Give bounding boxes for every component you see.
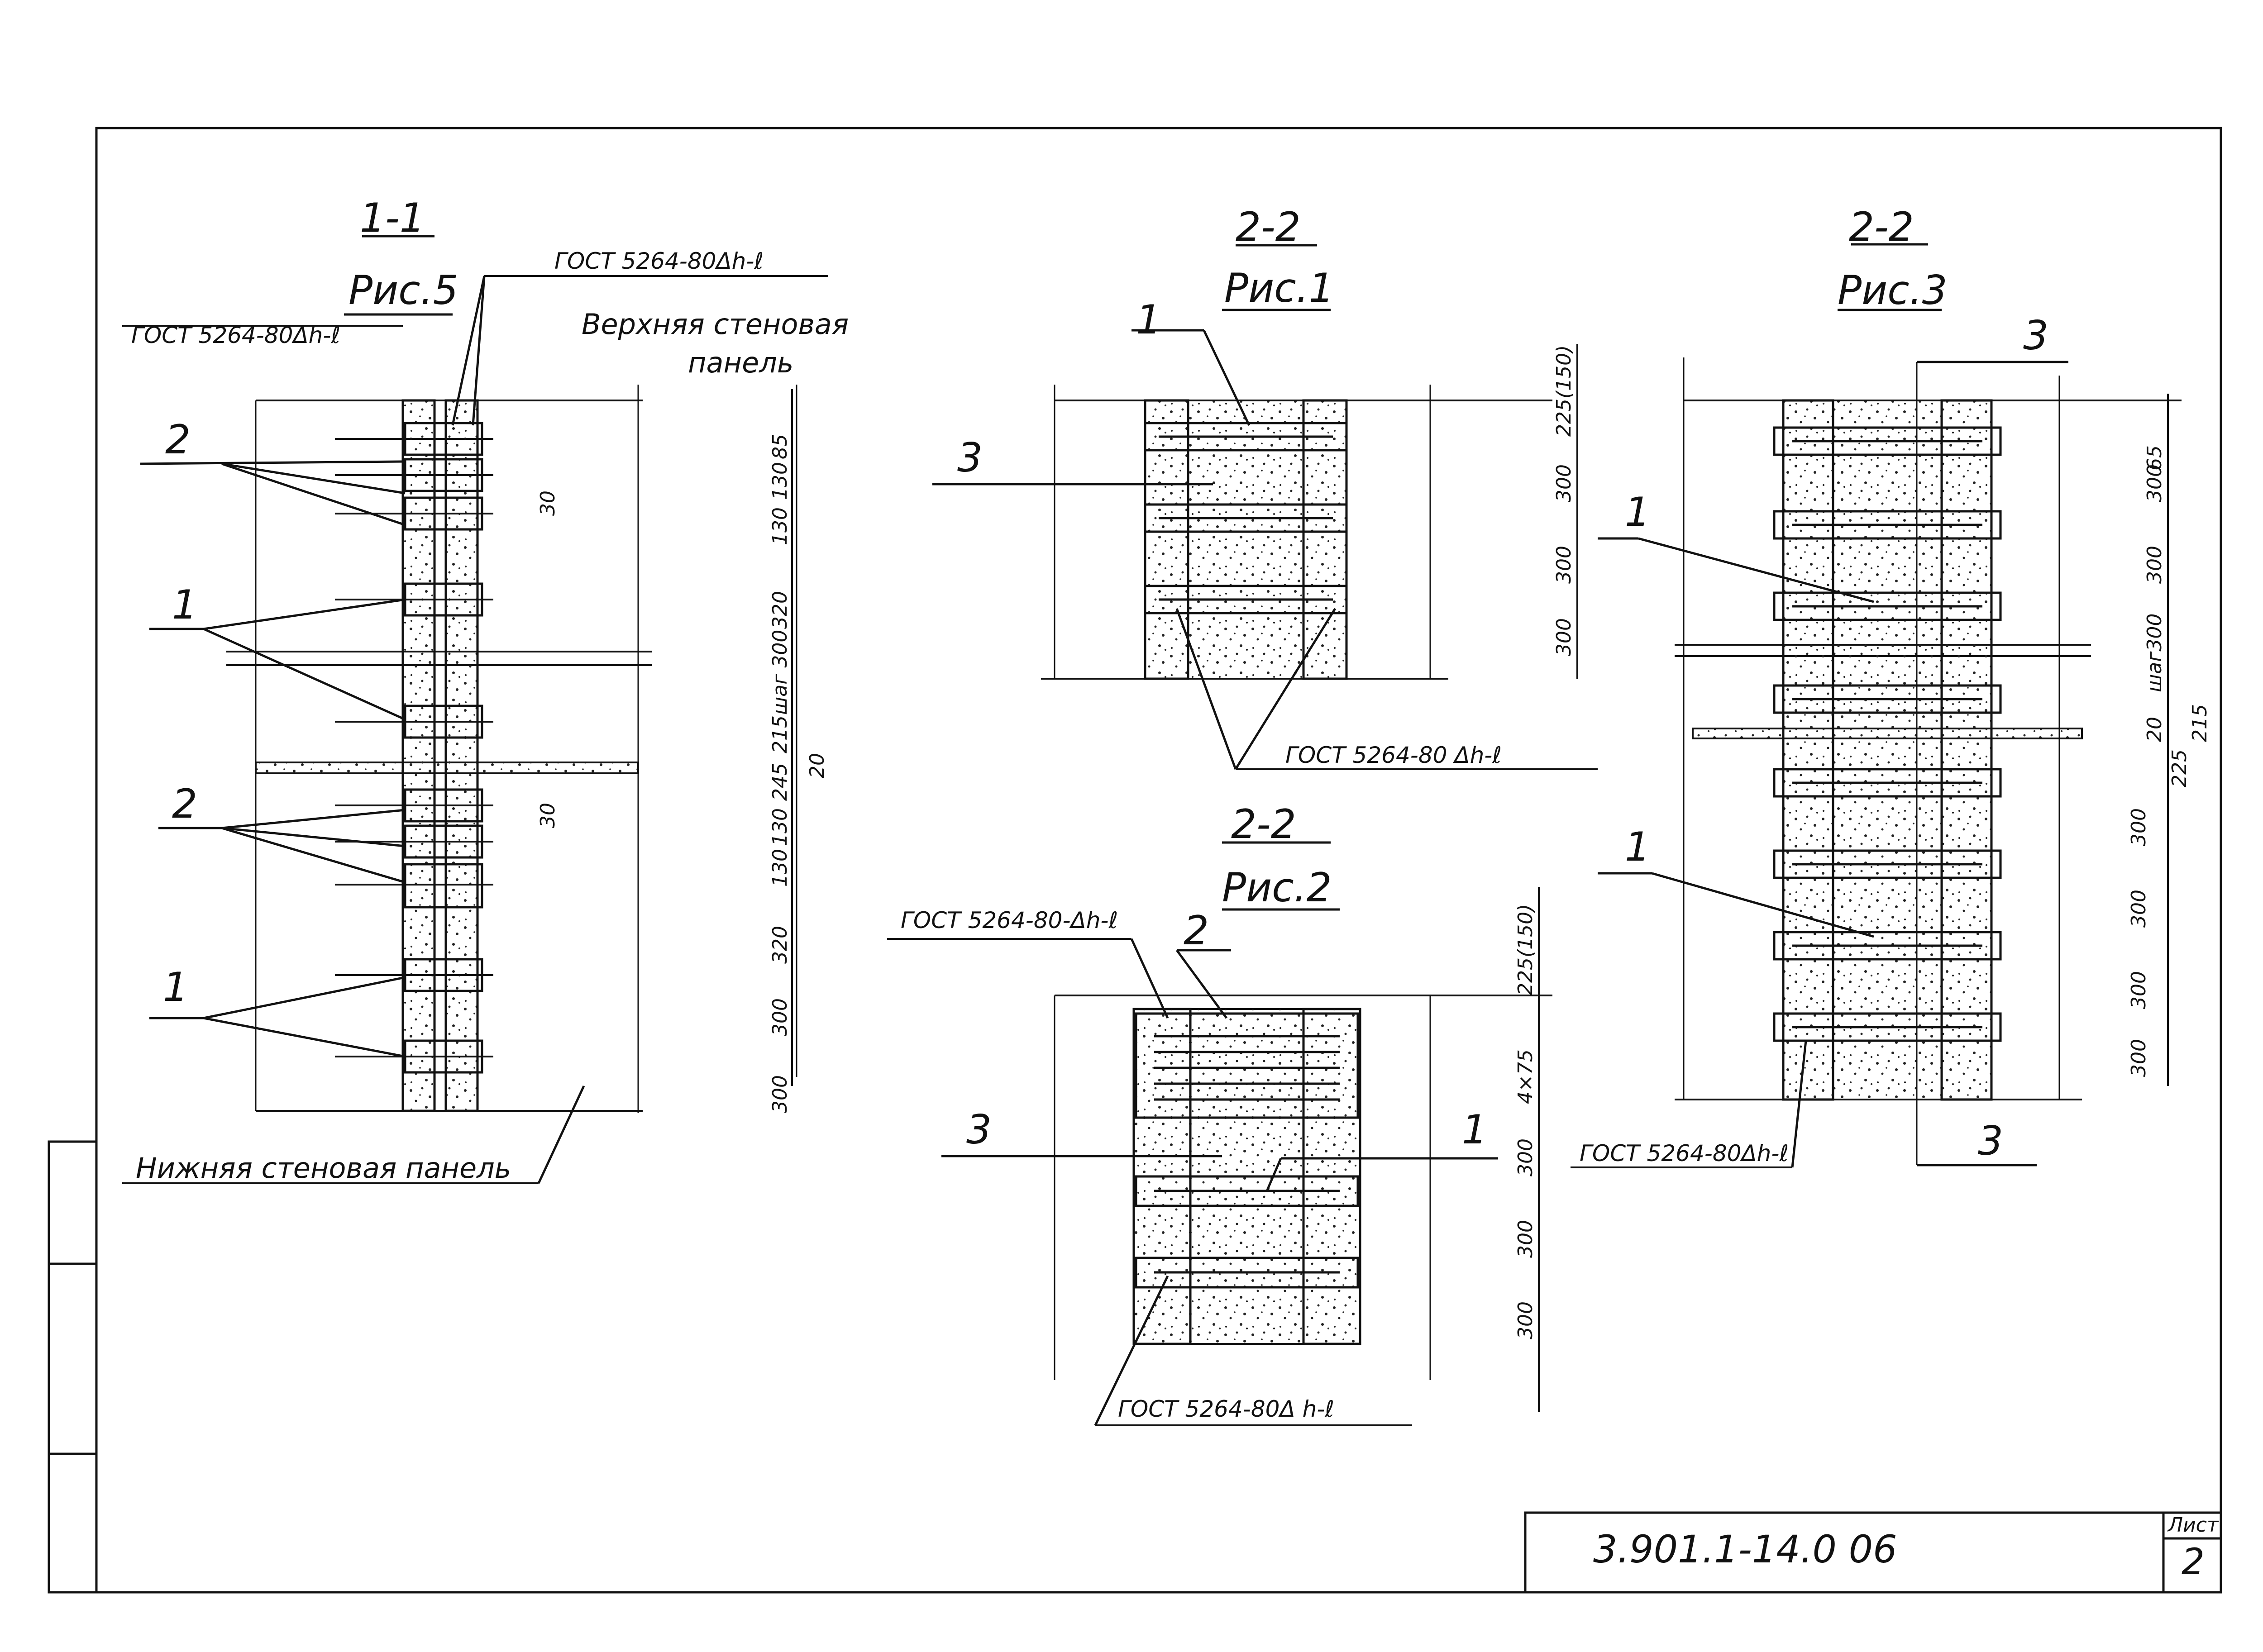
dim-text: 300 bbox=[1552, 546, 1576, 584]
dim-text: 300 bbox=[769, 998, 792, 1036]
section-2-2-fig2-title: 2-2 bbox=[1231, 801, 1296, 847]
dim-text: 300 bbox=[2127, 1039, 2150, 1077]
dim-text: 300 bbox=[1552, 618, 1576, 656]
section-1-1-title: 1-1 bbox=[360, 195, 425, 241]
dim-text: 300 bbox=[1514, 1138, 1537, 1176]
callout-1: 1 bbox=[1462, 1106, 1487, 1153]
dim-text: 320 bbox=[769, 926, 792, 964]
callout-1: 1 bbox=[1136, 296, 1161, 343]
gost-label-b: ГОСТ 5264-80Δh-ℓ bbox=[131, 322, 341, 348]
section-2-2-fig2 bbox=[887, 841, 1552, 1426]
dim-text: 225 bbox=[2168, 749, 2191, 787]
callout-2: 2 bbox=[172, 781, 197, 827]
callout-3: 3 bbox=[1978, 1118, 2003, 1164]
dim-text: 300 bbox=[2127, 808, 2150, 846]
upper-panel-label-2: панель bbox=[688, 346, 794, 379]
sheet-number: 2 bbox=[2182, 1541, 2205, 1583]
dim-text: 225(150) bbox=[1552, 345, 1576, 437]
document-code: 3.901.1-14.0 06 bbox=[1593, 1527, 1897, 1571]
section-2-2-fig1-subtitle: Рис.1 bbox=[1224, 265, 1334, 311]
section-2-2-fig2-subtitle: Рис.2 bbox=[1222, 864, 1332, 911]
dim-text: 300 bbox=[769, 1075, 792, 1113]
gost-label-d: ГОСТ 5264-80-Δh-ℓ bbox=[901, 907, 1118, 933]
dim-text: 300 bbox=[1514, 1220, 1537, 1258]
gost-label-e: ГОСТ 5264-80Δ h-ℓ bbox=[1118, 1396, 1334, 1422]
dim-text: 130 bbox=[769, 849, 792, 887]
section-2-2-fig3 bbox=[1571, 243, 2182, 1168]
dim-text: шаг 300 bbox=[769, 629, 792, 715]
dim-text: 215 bbox=[2188, 704, 2211, 742]
title-block bbox=[1524, 1511, 2222, 1594]
section-2-2-fig3-subtitle: Рис.3 bbox=[1838, 267, 1948, 314]
callout-3: 3 bbox=[2023, 312, 2048, 359]
callout-2: 2 bbox=[165, 416, 191, 463]
dim-text: 300 bbox=[2143, 546, 2166, 584]
gost-label-a: ГОСТ 5264-80Δh-ℓ bbox=[554, 248, 764, 274]
dim-text: 300 bbox=[2127, 971, 2150, 1009]
dim-text: 130 bbox=[769, 808, 792, 846]
dim-text: шаг300 bbox=[2143, 613, 2166, 692]
dim-text: 30 bbox=[536, 803, 559, 828]
dim-text: 245 bbox=[769, 763, 792, 801]
callout-2: 2 bbox=[1184, 907, 1209, 954]
gost-label-c: ГОСТ 5264-80 Δh-ℓ bbox=[1285, 742, 1502, 768]
callout-3: 3 bbox=[966, 1106, 992, 1153]
callout-1: 1 bbox=[1625, 489, 1650, 535]
gost-label-f: ГОСТ 5264-80Δh-ℓ bbox=[1580, 1140, 1789, 1166]
dim-text: 320 bbox=[769, 591, 792, 629]
dim-text: 20 bbox=[2143, 717, 2166, 742]
section-2-2-fig1-title: 2-2 bbox=[1236, 204, 1301, 250]
callout-3: 3 bbox=[957, 434, 983, 481]
dim-text: 130 bbox=[769, 462, 792, 500]
dim-text: 300 bbox=[2143, 464, 2166, 502]
binding-strip bbox=[48, 1140, 98, 1594]
section-2-2-fig1 bbox=[932, 244, 1598, 770]
dim-text: 300 bbox=[1552, 464, 1576, 502]
outer-frame bbox=[95, 127, 2222, 1594]
dim-text: 225(150) bbox=[1514, 904, 1537, 995]
callout-1: 1 bbox=[172, 581, 197, 628]
dim-text: 4×75 bbox=[1514, 1049, 1537, 1104]
dim-text: 215 bbox=[769, 715, 792, 753]
dim-text: 130 bbox=[769, 507, 792, 545]
upper-panel-label: Верхняя стеновая bbox=[582, 308, 849, 341]
callout-1: 1 bbox=[163, 964, 188, 1010]
dimension-lines bbox=[791, 344, 2169, 1412]
section-1-1 bbox=[122, 235, 828, 1184]
dim-text: 30 bbox=[536, 490, 559, 516]
dim-text: 300 bbox=[2127, 890, 2150, 928]
dim-text: 20 bbox=[806, 753, 829, 778]
sheet-label: Лист bbox=[2168, 1514, 2219, 1537]
lower-panel-label: Нижняя стеновая панель bbox=[136, 1152, 511, 1185]
dim-text: 300 bbox=[1514, 1301, 1537, 1339]
section-2-2-fig3-title: 2-2 bbox=[1849, 204, 1914, 250]
callout-1: 1 bbox=[1625, 824, 1650, 870]
section-1-1-subtitle: Рис.5 bbox=[349, 267, 458, 314]
dim-text: 85 bbox=[769, 434, 792, 459]
